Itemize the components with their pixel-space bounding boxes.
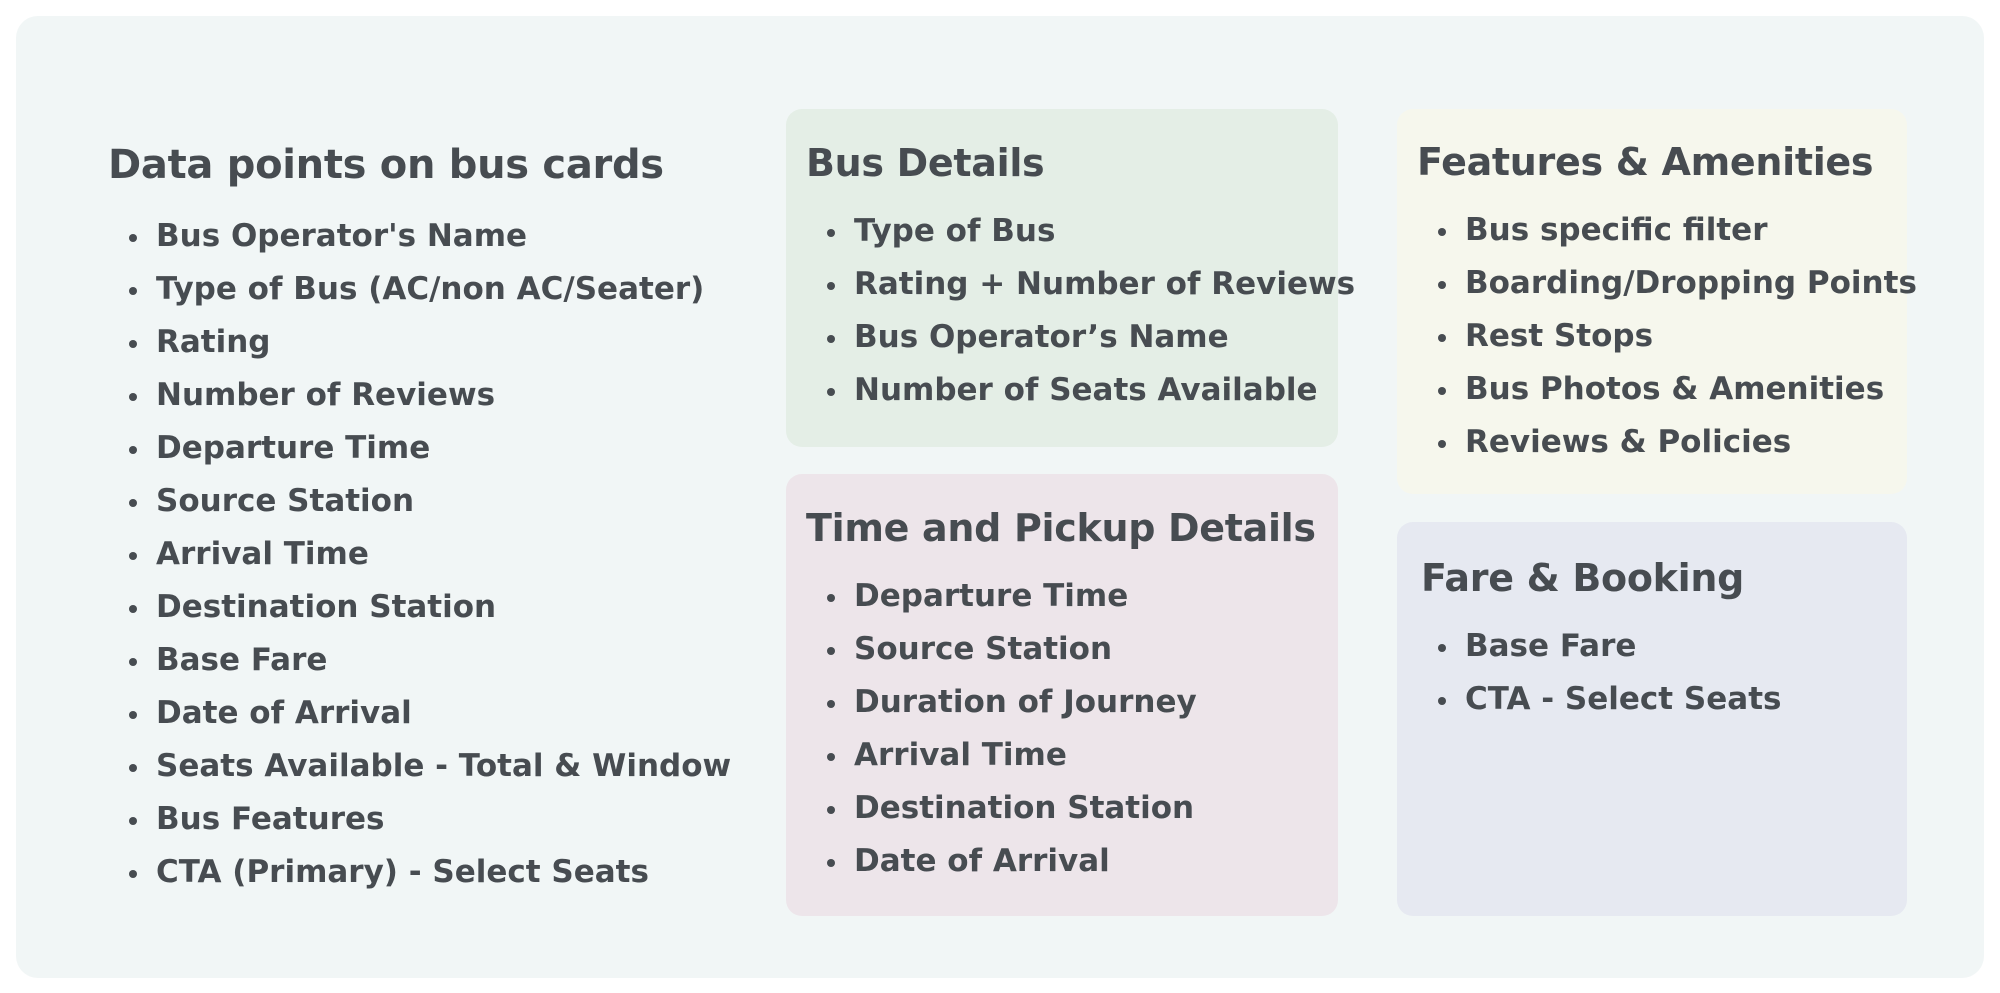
list-item: Type of Bus (806, 205, 1338, 258)
list-item: Date of Arrival (108, 687, 731, 740)
list-item: Seats Available - Total & Window (108, 740, 731, 793)
list-item: Bus Operator’s Name (806, 311, 1338, 364)
features-title: Features & Amenities (1417, 140, 1874, 184)
list-item: Rating + Number of Reviews (806, 258, 1355, 311)
time-pickup-items: Departure Time Source Station Duration o… (806, 570, 1338, 888)
list-item: Rating (108, 316, 731, 369)
fare-booking-items: Base Fare CTA - Select Seats (1421, 620, 1907, 726)
list-item: Departure Time (108, 422, 731, 475)
list-item: Destination Station (806, 782, 1338, 835)
list-item: Bus specific filter (1417, 204, 1907, 257)
list-item: Bus Photos & Amenities (1417, 363, 1907, 416)
list-item: Boarding/Dropping Points (1417, 257, 1917, 310)
list-item: Base Fare (1421, 620, 1907, 673)
fare-booking-card: Fare & Booking Base Fare CTA - Select Se… (1397, 522, 1907, 916)
list-item: Reviews & Policies (1417, 416, 1907, 469)
bus-details-items: Type of Bus Rating + Number of Reviews B… (806, 205, 1355, 417)
list-item: CTA (Primary) - Select Seats (108, 846, 731, 899)
features-card: Features & Amenities Bus specific filter… (1397, 109, 1917, 494)
list-item: Number of Seats Available (806, 364, 1338, 417)
diagram-canvas: Data points on bus cards Bus Operator's … (16, 16, 1984, 978)
list-item: Destination Station (108, 581, 731, 634)
list-item: Departure Time (806, 570, 1338, 623)
bus-details-title: Bus Details (806, 141, 1045, 185)
list-item: Source Station (806, 623, 1338, 676)
bus-details-card: Bus Details Type of Bus Rating + Number … (786, 109, 1355, 447)
data-points-list: Data points on bus cards Bus Operator's … (108, 142, 731, 899)
fare-booking-title: Fare & Booking (1421, 556, 1745, 600)
list-item: Arrival Time (108, 528, 731, 581)
data-points-items: Bus Operator's Name Type of Bus (AC/non … (108, 210, 731, 899)
list-item: Rest Stops (1417, 310, 1907, 363)
list-item: Source Station (108, 475, 731, 528)
list-item: Type of Bus (AC/non AC/Seater) (108, 263, 731, 316)
list-item: Base Fare (108, 634, 731, 687)
time-pickup-title: Time and Pickup Details (806, 506, 1316, 550)
time-pickup-card: Time and Pickup Details Departure Time S… (786, 474, 1338, 916)
list-item: Arrival Time (806, 729, 1338, 782)
data-points-title: Data points on bus cards (108, 142, 664, 188)
list-item: Date of Arrival (806, 835, 1338, 888)
list-item: Bus Operator's Name (108, 210, 731, 263)
list-item: CTA - Select Seats (1421, 673, 1907, 726)
list-item: Duration of Journey (806, 676, 1338, 729)
list-item: Number of Reviews (108, 369, 731, 422)
list-item: Bus Features (108, 793, 731, 846)
features-items: Bus specific filter Boarding/Dropping Po… (1417, 204, 1917, 469)
